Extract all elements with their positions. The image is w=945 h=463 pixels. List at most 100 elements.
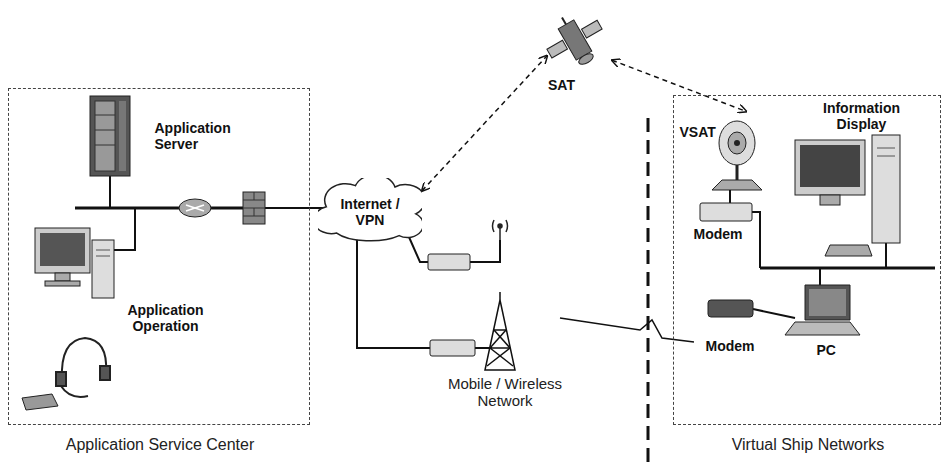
satellite-icon — [537, 3, 613, 77]
satellite-icon — [577, 52, 595, 67]
device-node: SAT — [540, 5, 612, 97]
cell-tower-icon — [490, 330, 506, 348]
wireless-wiring — [357, 228, 500, 348]
satellite-link — [422, 56, 547, 191]
device-node: Mobile / Wireless Network — [440, 295, 570, 423]
server-icon — [95, 115, 115, 116]
ship-modem-icon — [700, 203, 753, 317]
device-node: Modem — [700, 298, 762, 358]
lan-bus — [75, 176, 335, 250]
server-icon — [90, 96, 130, 176]
ship-modem-icon — [700, 203, 752, 221]
satellite-icon — [582, 20, 603, 38]
wireless-wiring — [470, 240, 500, 262]
cell-tower-icon — [490, 347, 510, 349]
vsat-dish-icon — [719, 121, 755, 165]
lan-bus — [114, 208, 135, 250]
vsat-dish-icon — [734, 140, 740, 146]
router-icon — [186, 205, 204, 211]
node-label: Internet / VPN — [335, 196, 405, 228]
laptop-icon — [805, 285, 850, 320]
vsat-dish-icon — [728, 132, 746, 154]
cell-tower-icon — [494, 330, 510, 348]
satellite-icon — [562, 17, 566, 24]
cell-tower-icon — [494, 329, 506, 331]
cloud-outline — [318, 178, 422, 241]
node-label: Application Operation — [120, 302, 212, 334]
modem-icon — [430, 340, 475, 356]
workstation-icon — [55, 273, 70, 281]
ship-bus — [760, 267, 935, 270]
divider-line — [648, 118, 649, 463]
lan-bus — [75, 207, 250, 210]
cell-tower-icon — [485, 300, 515, 370]
keyboard-icon — [22, 394, 58, 410]
display-icon — [825, 245, 872, 256]
ship-bus — [753, 309, 795, 318]
lan-bus — [109, 176, 111, 208]
antenna-icon — [499, 228, 501, 240]
vsat-dish-icon — [712, 180, 762, 190]
network-cloud: Internet / VPN — [318, 178, 422, 242]
node-label: PC — [817, 342, 847, 358]
divider-line — [647, 118, 650, 463]
satellite-icon — [547, 40, 568, 58]
vsat-dish-icon — [712, 121, 762, 203]
ship-modem-icon — [708, 300, 753, 317]
ship-bus — [752, 212, 760, 268]
firewall-icon — [243, 192, 265, 224]
workstation-icon — [35, 228, 114, 298]
router-icon — [179, 199, 211, 217]
antenna-icon — [498, 224, 502, 228]
modem-icon — [428, 254, 470, 270]
node-label: Mobile / Wireless Network — [440, 375, 570, 410]
server-icon — [119, 101, 126, 171]
router-icon — [186, 205, 204, 211]
headset-icon — [100, 366, 110, 380]
modem-icon — [428, 254, 475, 356]
device-node: PC — [785, 272, 860, 362]
display-icon — [872, 135, 900, 243]
laptop-icon — [785, 285, 860, 335]
device-node: Application Operation — [22, 222, 214, 336]
cell-tower-icon — [499, 292, 501, 300]
display-icon — [795, 140, 865, 195]
laptop-icon — [785, 322, 860, 335]
cell-tower-icon — [490, 348, 513, 366]
wireless-wiring — [357, 230, 430, 348]
keyboard-icon — [22, 394, 58, 410]
ship-bus — [819, 268, 821, 285]
cell-tower-icon — [487, 348, 510, 366]
network-group-box: Application ServerApplication OperationA… — [8, 88, 310, 425]
workstation-icon — [45, 281, 80, 286]
workstation-icon — [35, 228, 90, 273]
display-icon — [800, 145, 860, 187]
laptop-icon — [809, 289, 846, 316]
firewall-icon — [254, 208, 255, 216]
antenna-icon — [493, 220, 495, 232]
node-label: VSAT — [680, 124, 716, 140]
server-icon — [95, 130, 115, 131]
node-label: Modem — [706, 338, 762, 354]
display-icon — [877, 148, 895, 149]
router-icon — [179, 199, 211, 217]
antenna-icon — [493, 220, 508, 240]
cell-tower-icon — [485, 292, 515, 370]
node-label: Information Display — [804, 100, 920, 132]
node-label: Application Server — [155, 120, 247, 152]
firewall-icon — [243, 192, 265, 224]
node-label: Modem — [694, 226, 750, 242]
server-icon — [95, 101, 115, 171]
workstation-icon — [96, 256, 110, 257]
device-node: Modem — [690, 198, 752, 246]
server-icon — [90, 96, 130, 176]
headset-icon — [56, 372, 66, 386]
device-node: VSAT — [678, 112, 764, 196]
server-icon — [95, 145, 115, 146]
workstation-icon — [96, 250, 110, 251]
firewall-icon — [254, 192, 255, 200]
headset-icon — [56, 338, 110, 397]
